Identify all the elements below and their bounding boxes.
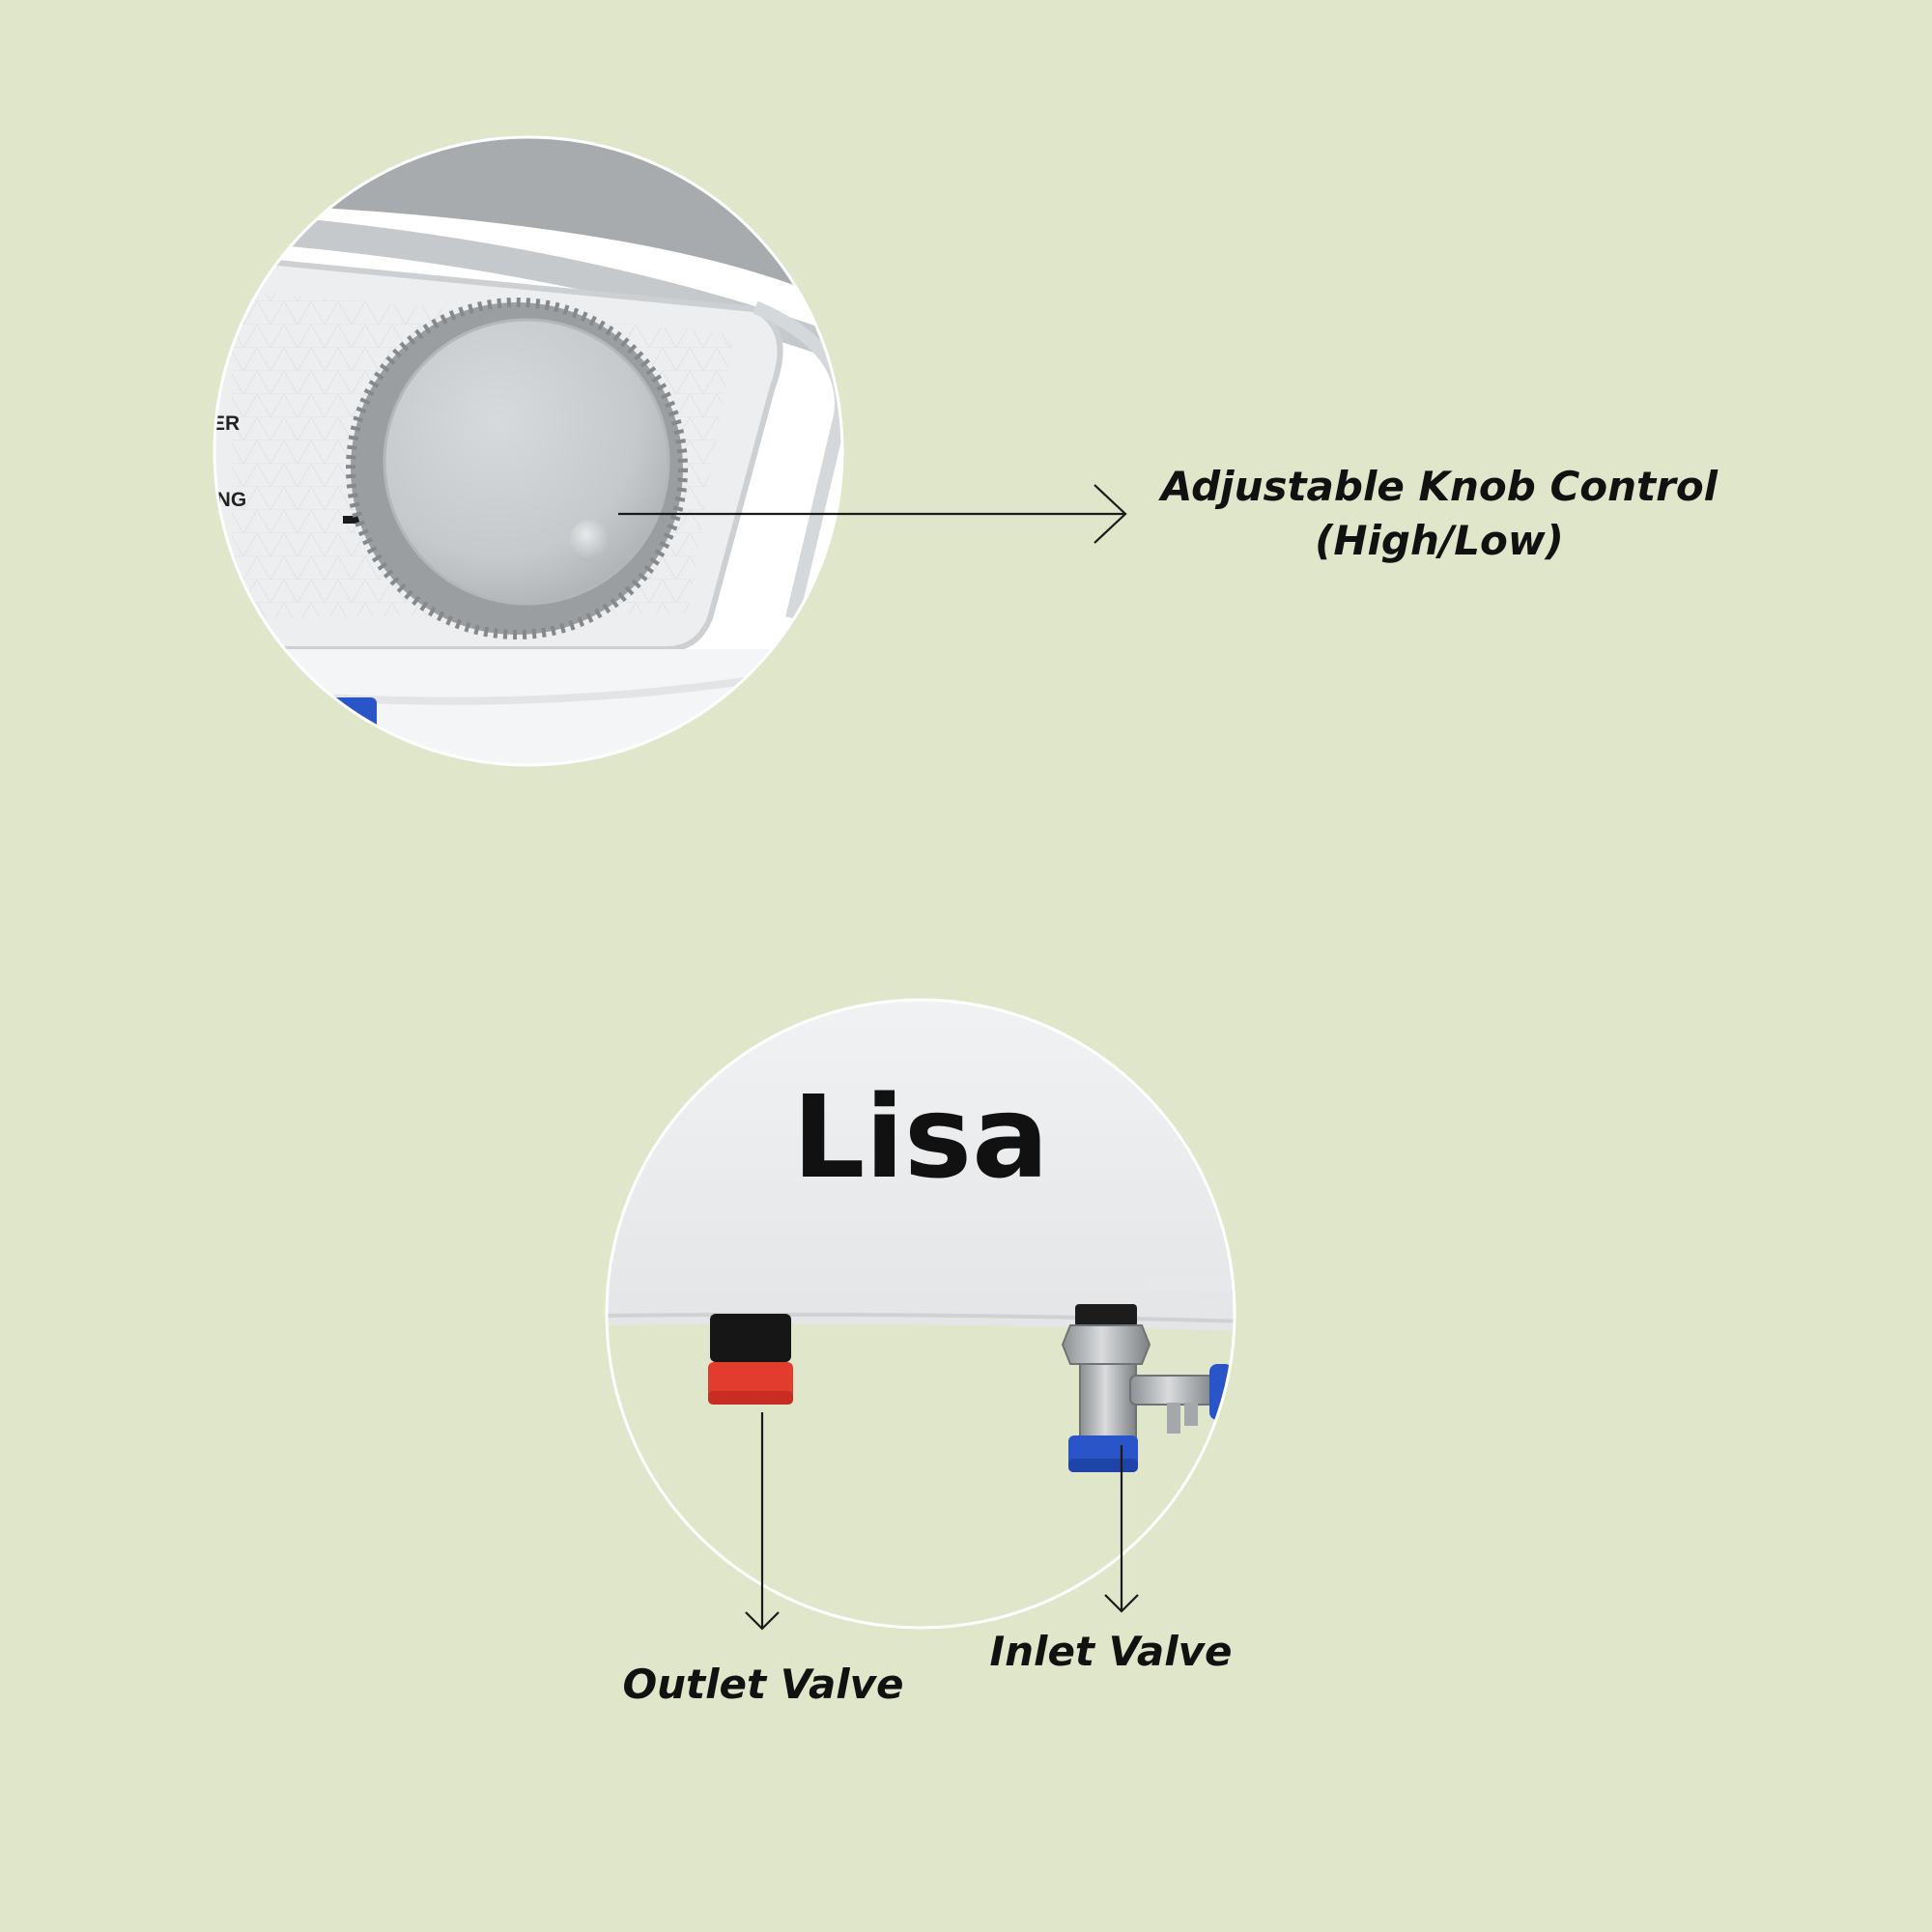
panel-text-bottom: TING xyxy=(198,489,246,511)
knob-closeup-photo: VER TING xyxy=(198,137,842,765)
knob-control-label: Adjustable Knob Control (High/Low) xyxy=(1121,460,1758,568)
knob-control-label-line1: Adjustable Knob Control xyxy=(1160,463,1719,510)
outlet-valve-label: Outlet Valve xyxy=(622,1661,904,1708)
knob-control-label-line2: (High/Low) xyxy=(1315,517,1564,564)
outlet-valve xyxy=(708,1314,793,1405)
outlet-arrow xyxy=(745,1412,780,1631)
brand-text: Lisa xyxy=(792,1070,1049,1204)
inlet-arrow xyxy=(1104,1445,1139,1613)
knob-arrow xyxy=(618,484,1127,544)
knob-closeup-frame xyxy=(213,135,844,767)
inlet-valve-label: Inlet Valve xyxy=(989,1628,1233,1675)
panel-text-top: VER xyxy=(198,412,240,435)
inlet-valve xyxy=(1061,1304,1233,1472)
valves-closeup-photo: Lisa xyxy=(607,1000,1235,1628)
valves-closeup-frame xyxy=(605,998,1236,1630)
